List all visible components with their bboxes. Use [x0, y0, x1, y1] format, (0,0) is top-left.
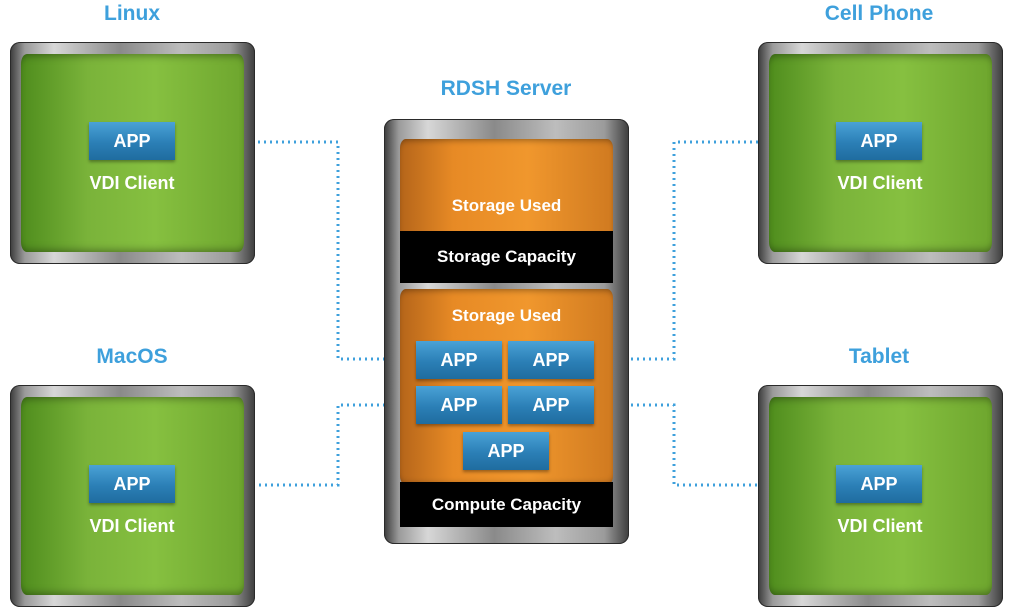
client-label-cell-phone: VDI Client	[837, 173, 923, 193]
device-macos	[10, 385, 255, 607]
server-app-2[interactable]: APP	[508, 341, 594, 379]
server-app-4[interactable]: APP	[508, 386, 594, 424]
storage-capacity-band: Storage Capacity	[400, 231, 613, 283]
device-title-cell-phone: Cell Phone	[824, 2, 934, 25]
device-title-macos: MacOS	[96, 345, 168, 368]
compute-capacity-band: Compute Capacity	[400, 482, 613, 527]
device-title-linux: Linux	[104, 2, 160, 25]
rdsh-server: Storage Used Storage Capacity Storage Us…	[384, 119, 629, 544]
server-title: RDSH Server	[440, 77, 572, 100]
app-box-macos[interactable]: APP	[89, 465, 175, 503]
server-app-3[interactable]: APP	[416, 386, 502, 424]
client-label-tablet: VDI Client	[837, 516, 923, 536]
connector-cell-phone	[595, 137, 835, 361]
app-box-cell-phone[interactable]: APP	[836, 122, 922, 160]
storage-used-bottom-label: Storage Used	[451, 306, 562, 325]
storage-used-top-label: Storage Used	[451, 196, 562, 215]
client-label-linux: VDI Client	[89, 173, 175, 193]
server-app-1[interactable]: APP	[416, 341, 502, 379]
connector-linux	[176, 137, 415, 361]
app-box-tablet[interactable]: APP	[836, 465, 922, 503]
client-label-macos: VDI Client	[89, 516, 175, 536]
app-box-linux[interactable]: APP	[89, 122, 175, 160]
device-title-tablet: Tablet	[848, 345, 910, 368]
server-app-5[interactable]: APP	[463, 432, 549, 470]
